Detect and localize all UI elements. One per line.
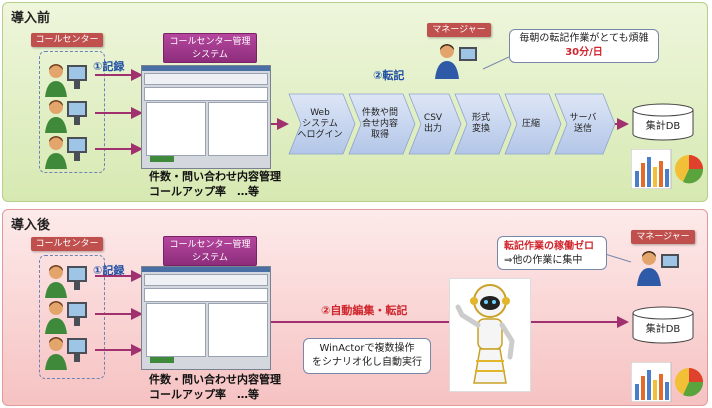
winactor-line1: WinActorで複数操作 [319,343,415,354]
database-icon [632,306,694,344]
step-csv: CSV 出力 [423,113,443,134]
caption-line1: 件数・問い合わせ内容管理 [149,373,281,386]
operator-icon [45,64,87,97]
db-label: 集計DB [645,121,681,132]
before-system-tag: コールセンター管理 システム [163,33,257,63]
step-fetch: 件数や問 合せ内容 取得 [361,107,398,140]
after-manager-bubble: 転記作業の稼働ゼロ ⇒他の作業に集中 [497,236,607,270]
before-manager-tag: マネージャー [427,23,491,37]
before-record-label: ①記録 [93,60,125,73]
step-login: Web システム へログイン [297,107,343,140]
operator-icon [45,337,87,370]
caption-line2: コールアップ率 …等 [149,388,259,401]
after-panel: 導入後 コールセンター ①記録 コールセンター管理 システム [2,209,708,406]
operator-icon [45,100,87,133]
before-panel: 導入前 コールセンター ①記録 コールセンター管理 システム [2,2,708,202]
chart-icon [631,362,704,402]
winactor-line2: をシナリオ化し自動実行 [312,357,422,368]
after-manager-tag: マネージャー [631,230,695,244]
after-system-screenshot [141,266,271,370]
db-label: 集計DB [645,324,681,335]
after-auto-label: ②自動編集・転記 [321,304,408,317]
before-callcenter-tag: コールセンター [31,33,103,47]
after-caption: 件数・問い合わせ内容管理 コールアップ率 …等 [149,372,281,402]
step-compress: 圧縮 [521,118,540,129]
system-tag-line2: システム [192,253,228,263]
after-system-tag: コールセンター管理 システム [163,236,257,266]
caption-line1: 件数・問い合わせ内容管理 [149,170,281,183]
after-callcenter-tag: コールセンター [31,237,103,251]
after-db: 集計DB [631,306,695,344]
before-step-chevrons [288,93,629,155]
operator-icon [45,136,87,169]
manager-icon [435,44,477,79]
chart-icon [631,149,704,189]
before-system-screenshot [141,65,271,169]
operator-icon [45,301,87,334]
after-title: 導入後 [11,218,51,233]
system-tag-line2: システム [192,50,228,60]
before-db: 集計DB [631,103,695,141]
robot-icon [455,284,515,384]
bubble-line2: ⇒他の作業に集中 [504,255,583,266]
after-record-label: ①記録 [93,264,125,277]
winactor-bubble: WinActorで複数操作 をシナリオ化し自動実行 [303,338,431,374]
caption-line2: コールアップ率 …等 [149,185,259,198]
before-title: 導入前 [11,11,51,26]
database-icon [632,103,694,141]
before-caption: 件数・問い合わせ内容管理 コールアップ率 …等 [149,169,281,199]
system-tag-line1: コールセンター管理 [169,240,251,250]
before-arrows [95,56,510,155]
after-callcenter-group [39,255,105,379]
bubble-line2: 30分/日 [565,47,603,58]
bubble-line1: 転記作業の稼働ゼロ [504,241,594,252]
step-send: サーバ 送信 [569,113,597,134]
operator-icon [45,265,87,298]
before-manager-bubble: 毎朝の転記作業がとても煩雑 30分/日 [509,29,659,63]
before-transfer-label: ②転記 [373,69,405,82]
step-convert: 形式 変換 [471,113,490,134]
system-tag-line1: コールセンター管理 [169,37,251,47]
manager-icon [637,251,679,286]
robot-frame [449,278,531,392]
bubble-line1: 毎朝の転記作業がとても煩雑 [519,33,649,44]
